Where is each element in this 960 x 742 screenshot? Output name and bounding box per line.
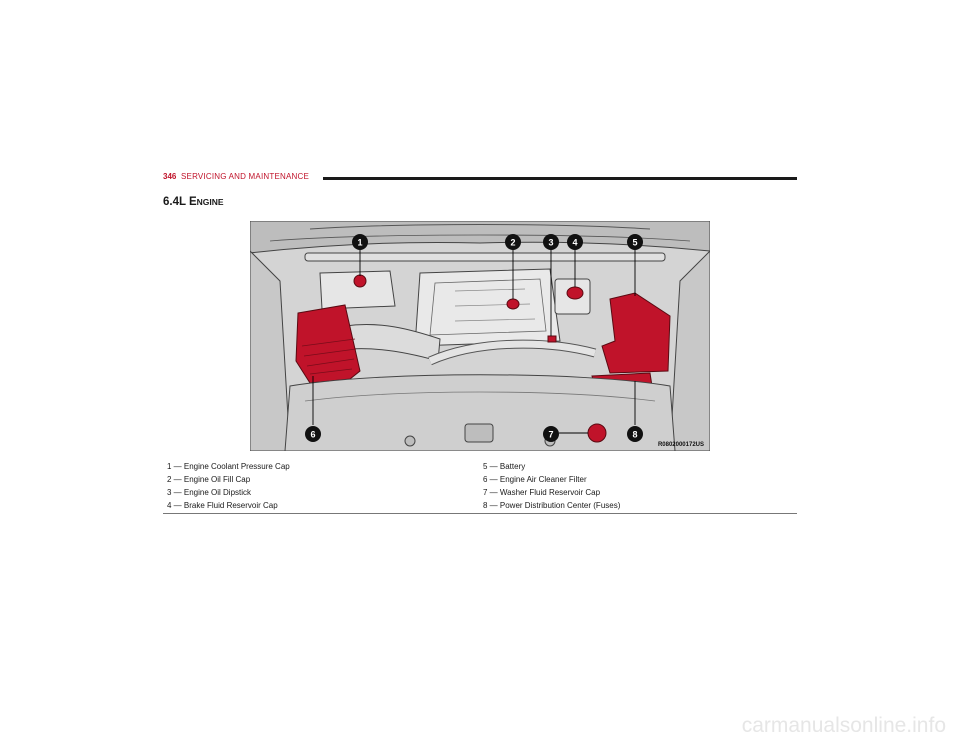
section-title: 6.4L ENGINE <box>163 196 224 208</box>
engine-compartment-figure: 1 2 3 4 5 6 7 8 R0802000172US <box>250 221 710 451</box>
legend-item: 8 — Power Distribution Center (Fuses) <box>483 501 621 510</box>
page-number: 346 <box>163 172 177 181</box>
callout-2: 2 <box>510 238 515 248</box>
figure-code: R0802000172US <box>657 442 704 448</box>
callout-8: 8 <box>632 430 637 440</box>
legend-row: 3 — Engine Oil Dipstick 7 — Washer Fluid… <box>163 486 797 499</box>
legend-item: 7 — Washer Fluid Reservoir Cap <box>483 488 601 497</box>
chapter-title: SERVICING AND MAINTENANCE <box>181 172 309 181</box>
callout-5: 5 <box>632 238 637 248</box>
legend-item: 1 — Engine Coolant Pressure Cap <box>167 462 290 471</box>
engine-illustration: 1 2 3 4 5 6 7 8 <box>250 221 710 451</box>
section-title-smallcaps: NGINE <box>196 197 224 207</box>
header-rule <box>323 177 797 180</box>
callout-4: 4 <box>572 238 577 248</box>
legend-item: 5 — Battery <box>483 462 526 471</box>
callouts: 1 2 3 4 5 6 7 8 <box>305 234 643 442</box>
callout-7: 7 <box>548 430 553 440</box>
legend-item: 4 — Brake Fluid Reservoir Cap <box>167 501 278 510</box>
callout-3: 3 <box>548 238 553 248</box>
legend-rule <box>163 513 797 514</box>
legend-row: 2 — Engine Oil Fill Cap 6 — Engine Air C… <box>163 473 797 486</box>
legend-item: 2 — Engine Oil Fill Cap <box>167 475 251 484</box>
legend-item: 3 — Engine Oil Dipstick <box>167 488 252 497</box>
watermark: carmanualsonline.info <box>741 714 946 737</box>
legend-row: 4 — Brake Fluid Reservoir Cap 8 — Power … <box>163 499 797 512</box>
page-header: 346 SERVICING AND MAINTENANCE <box>163 172 797 186</box>
callout-6: 6 <box>310 430 315 440</box>
legend-item: 6 — Engine Air Cleaner Filter <box>483 475 587 484</box>
section-title-main: 6.4L E <box>163 196 197 208</box>
callout-1: 1 <box>357 238 362 248</box>
legend-row: 1 — Engine Coolant Pressure Cap 5 — Batt… <box>163 460 797 473</box>
